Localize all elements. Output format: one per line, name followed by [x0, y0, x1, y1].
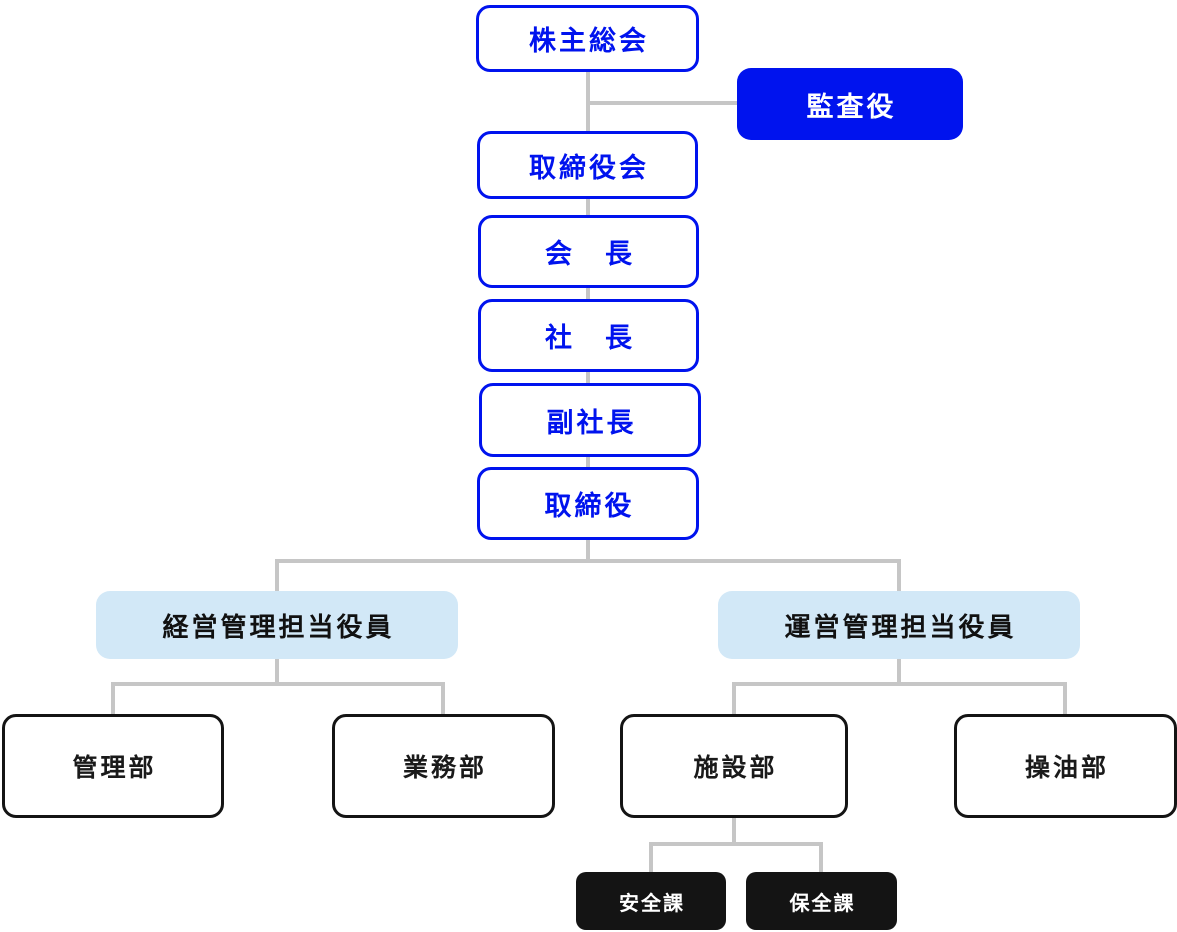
connector-board-chairman: [586, 199, 590, 216]
node-operations-admin-officer: 運営管理担当役員: [718, 591, 1080, 659]
connector-drop-facilities-dept: [732, 682, 736, 714]
connector-drop-ops-officer: [897, 559, 901, 591]
connector-facilities-down: [732, 818, 736, 844]
node-facilities-department: 施設部: [620, 714, 848, 818]
connector-drop-maintenance-section: [819, 842, 823, 872]
connector-auditor-branch: [586, 101, 737, 105]
node-vice-president: 副社長: [479, 383, 701, 457]
node-director: 取締役: [477, 467, 699, 540]
node-oil-handling-department: 操油部: [954, 714, 1177, 818]
node-auditor: 監査役: [737, 68, 963, 140]
node-chairman: 会 長: [478, 215, 699, 288]
connector-ops-officer-down: [897, 659, 901, 686]
node-board-of-directors: 取締役会: [477, 131, 698, 199]
connector-vicepresident-director: [586, 457, 590, 468]
connector-drop-business-dept: [441, 682, 445, 714]
connector-president-vicepresident: [586, 372, 590, 384]
node-safety-section: 安全課: [576, 872, 726, 930]
node-admin-department: 管理部: [2, 714, 224, 818]
node-business-department: 業務部: [332, 714, 555, 818]
connector-sections-crossbar: [649, 842, 823, 846]
connector-drop-admin-dept: [111, 682, 115, 714]
node-maintenance-section: 保全課: [746, 872, 897, 930]
connector-ops-crossbar: [732, 682, 1067, 686]
node-shareholders-meeting: 株主総会: [476, 5, 699, 72]
connector-chairman-president: [586, 288, 590, 300]
node-management-admin-officer: 経営管理担当役員: [96, 591, 458, 659]
connector-mgmt-officer-down: [275, 659, 279, 686]
connector-officers-crossbar: [275, 559, 901, 563]
connector-drop-mgmt-officer: [275, 559, 279, 591]
node-president: 社 長: [478, 299, 699, 372]
connector-director-down: [586, 540, 590, 563]
connector-drop-safety-section: [649, 842, 653, 872]
connector-drop-oil-dept: [1063, 682, 1067, 714]
connector-mgmt-crossbar: [111, 682, 445, 686]
